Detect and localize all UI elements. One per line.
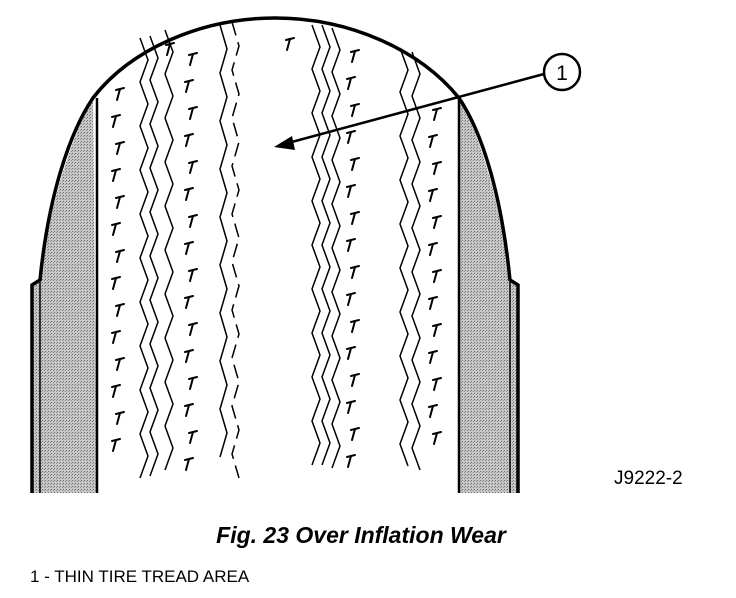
right-sidewall (459, 98, 518, 493)
tread-sipe-mark (184, 295, 194, 309)
tire-outline (30, 16, 520, 493)
tread-sipe-mark (432, 215, 442, 229)
tread-sipe-mark (188, 322, 198, 336)
tread-sipe-mark (350, 211, 360, 225)
tread-sipe-mark (346, 238, 356, 252)
tread-grooves (139, 21, 421, 479)
callout-1: 1 (274, 52, 582, 150)
tread-sipe-mark (428, 350, 438, 364)
groove-right-a (399, 47, 409, 467)
tread-sipe-mark (346, 292, 356, 306)
tread-sipe-mark (184, 187, 194, 201)
tread-sipe-mark (432, 269, 442, 283)
tread-sipe-mark (184, 79, 194, 93)
figure-caption: Fig. 23 Over Inflation Wear (0, 522, 736, 549)
left-sidewall (32, 98, 97, 493)
tread-sipe-mark (111, 384, 121, 398)
tread-sipe-mark (428, 134, 438, 148)
tread-sipe-mark (428, 404, 438, 418)
tread-sipe-mark (188, 106, 198, 120)
groove-center-left-b (231, 21, 240, 479)
tread-sipe-mark (115, 411, 125, 425)
callout-leader-line (287, 72, 545, 145)
tread-sipe-mark (432, 107, 442, 121)
tread-sipe-mark (184, 403, 194, 417)
tread-sipe-mark (285, 37, 295, 51)
tread-sipe-mark (346, 76, 356, 90)
tread-sipe-mark (346, 454, 356, 468)
tread-sipe-mark (346, 184, 356, 198)
tread-sipe-mark (111, 168, 121, 182)
tread-sipe-mark (350, 103, 360, 117)
groove-center-right-a (311, 24, 321, 466)
tread-sipe-mark (188, 268, 198, 282)
groove-center-right-c (331, 27, 341, 469)
tread-sipe-mark (115, 249, 125, 263)
tread-sipe-mark (428, 296, 438, 310)
tread-sipes (111, 37, 442, 471)
tire-tread-diagram: 1 (30, 16, 582, 493)
tread-sipe-mark (115, 357, 125, 371)
tread-sipe-mark (115, 303, 125, 317)
tread-sipe-mark (111, 276, 121, 290)
tread-sipe-mark (350, 373, 360, 387)
tread-sipe-mark (432, 323, 442, 337)
tread-sipe-mark (111, 330, 121, 344)
tread-sipe-mark (115, 87, 125, 101)
tread-sipe-mark (432, 377, 442, 391)
callout-number: 1 (556, 62, 568, 85)
legend-item: 1 - THIN TIRE TREAD AREA (30, 567, 250, 586)
figure-code: J9222-2 (614, 468, 683, 489)
tread-sipe-mark (346, 346, 356, 360)
tread-sipe-mark (188, 52, 198, 66)
tread-sipe-mark (428, 188, 438, 202)
callout-arrowhead (274, 136, 295, 150)
tread-sipe-mark (350, 49, 360, 63)
figure-title: Fig. 23 Over Inflation Wear (216, 522, 506, 548)
groove-center-right-b (321, 24, 331, 466)
tread-sipe-mark (184, 349, 194, 363)
tread-sipe-mark (346, 400, 356, 414)
tread-sipe-mark (350, 427, 360, 441)
tread-sipe-mark (115, 141, 125, 155)
tread-sipe-mark (350, 157, 360, 171)
callout-circle (542, 52, 582, 92)
tread-sipe-mark (165, 42, 175, 56)
tread-sipe-mark (188, 376, 198, 390)
tread-sipe-mark (111, 222, 121, 236)
tread-sipe-mark (111, 438, 121, 452)
groove-right-b (411, 51, 421, 471)
tread-sipe-mark (432, 431, 442, 445)
groove-left-outer (139, 37, 149, 479)
tread-sipe-mark (428, 242, 438, 256)
tread-sipe-mark (346, 130, 356, 144)
tread-sipe-mark (184, 133, 194, 147)
groove-center-left-a (219, 24, 228, 458)
tread-sipe-mark (350, 265, 360, 279)
tread-sipe-mark (111, 114, 121, 128)
tread-sipe-mark (184, 241, 194, 255)
tread-sipe-mark (115, 195, 125, 209)
groove-left-inner (149, 35, 159, 477)
tread-sipe-mark (184, 457, 194, 471)
tread-sipe-mark (432, 161, 442, 175)
tread-sipe-mark (350, 319, 360, 333)
tread-sipe-mark (188, 430, 198, 444)
groove-left-third (164, 29, 174, 471)
tread-sipe-mark (188, 160, 198, 174)
tread-sipe-mark (188, 214, 198, 228)
